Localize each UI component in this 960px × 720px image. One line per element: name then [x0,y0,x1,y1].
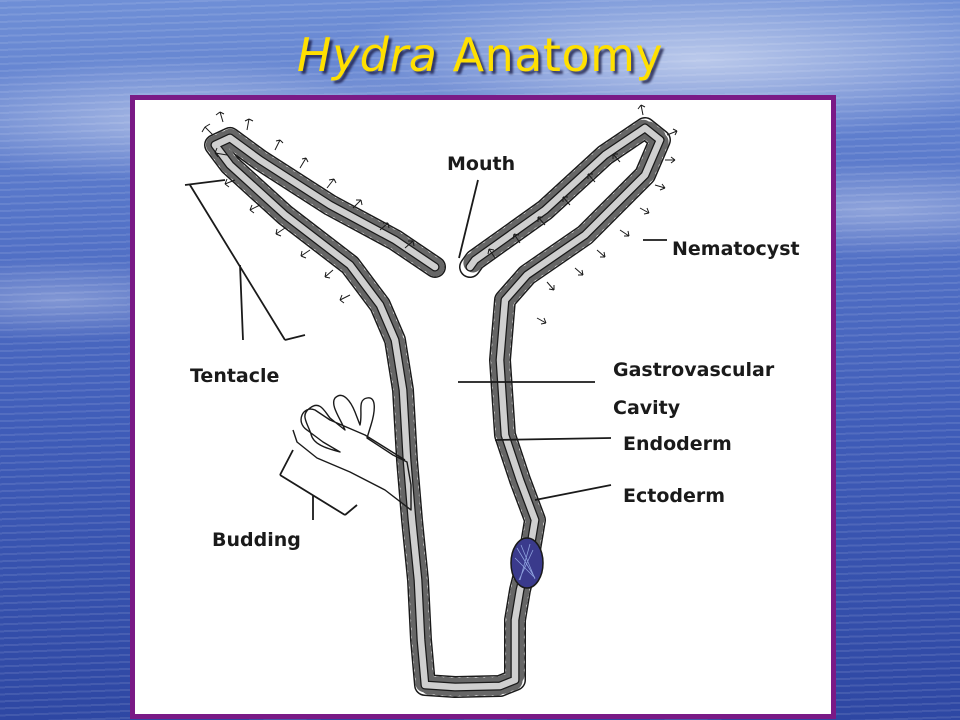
label-cavity: Cavity [613,397,681,419]
label-ectoderm: Ectoderm [623,485,725,507]
hydra-diagram: Mouth Nematocyst Tentacle Gastrovascular… [184,104,800,698]
label-tentacle: Tentacle [190,365,279,387]
label-budding: Budding [212,529,301,551]
nematocyst-spikes [201,104,678,325]
label-mouth: Mouth [447,153,515,175]
slide-title: Hydra Anatomy [0,28,960,82]
label-endoderm: Endoderm [623,433,732,455]
slide-title-italic: Hydra [296,28,438,82]
label-gastrovascular: Gastrovascular [613,359,775,381]
label-nematocyst: Nematocyst [672,238,800,260]
diagram-frame: Mouth Nematocyst Tentacle Gastrovascular… [130,95,836,719]
hydra-body [204,117,671,698]
pointer-lines [184,179,667,520]
budding-outline [292,394,412,511]
slide-title-rest: Anatomy [437,28,664,82]
